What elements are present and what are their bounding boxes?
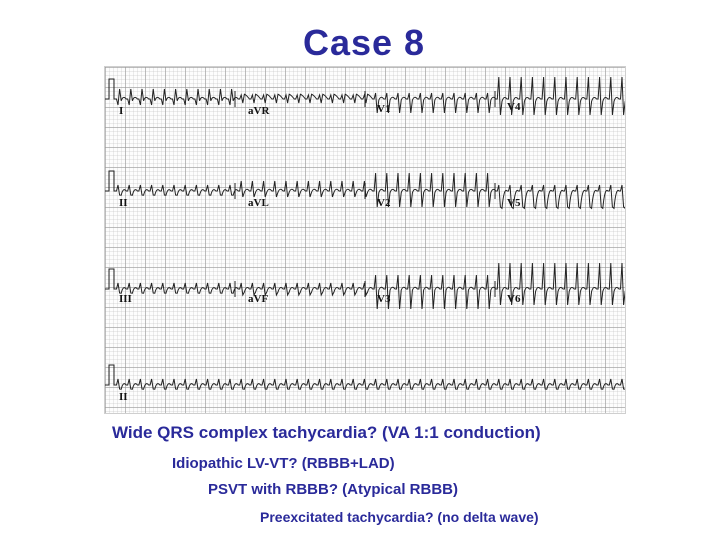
lead-label-II-rhythm: II xyxy=(119,391,128,403)
lead-label-V5: V5 xyxy=(507,197,521,209)
differential-1: Idiopathic LV-VT? (RBBB+LAD) xyxy=(172,455,395,472)
lead-label-II: II xyxy=(119,197,128,209)
lead-label-I: I xyxy=(119,105,124,117)
ecg-trace-row-2 xyxy=(105,170,625,210)
lead-label-aVL: aVL xyxy=(248,197,269,209)
slide-title: Case 8 xyxy=(302,22,426,63)
ecg-tracing: I aVR V1 V4 II aVL V2 V5 III aVF V3 V6 I… xyxy=(104,66,626,414)
lead-label-V3: V3 xyxy=(377,293,391,305)
lead-label-V4: V4 xyxy=(507,101,521,113)
ecg-trace-row-1 xyxy=(105,76,625,116)
lead-label-III: III xyxy=(119,293,132,305)
diagnosis-question: Wide QRS complex tachycardia? (VA 1:1 co… xyxy=(112,423,541,442)
lead-label-aVF: aVF xyxy=(248,293,269,305)
differential-2: PSVT with RBBB? (Atypical RBBB) xyxy=(208,481,459,498)
lead-label-V6: V6 xyxy=(507,293,521,305)
differential-3: Preexcitated tachycardia? (no delta wave… xyxy=(260,509,539,525)
ecg-trace-row-4 xyxy=(105,364,625,390)
ecg-waveforms xyxy=(105,76,625,390)
lead-label-V1: V1 xyxy=(377,103,391,115)
ecg-trace-row-3 xyxy=(105,262,625,310)
lead-label-aVR: aVR xyxy=(248,105,270,117)
lead-label-V2: V2 xyxy=(377,197,391,209)
